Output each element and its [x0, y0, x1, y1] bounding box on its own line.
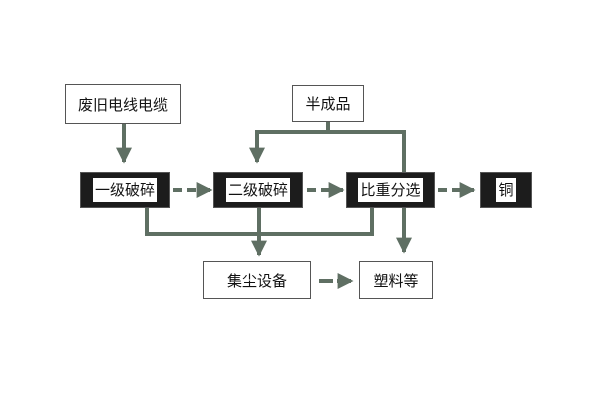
label-gravity-separation: 比重分选: [358, 178, 423, 202]
label-waste-cable: 废旧电线电缆: [77, 95, 168, 114]
label-primary-crushing: 一级破碎: [92, 178, 157, 202]
box-semi-product: 半成品: [292, 85, 364, 122]
label-dust-collection: 集尘设备: [226, 271, 287, 290]
box-plastics: 塑料等: [359, 261, 433, 299]
box-waste-cable: 废旧电线电缆: [65, 84, 181, 124]
box-primary-crushing: 一级破碎: [80, 172, 170, 208]
box-secondary-crushing: 二级破碎: [213, 172, 303, 208]
box-copper: 铜: [480, 172, 532, 208]
label-secondary-crushing: 二级破碎: [225, 178, 290, 202]
label-copper: 铜: [496, 178, 516, 202]
label-semi-product: 半成品: [305, 95, 351, 113]
label-plastics: 塑料等: [373, 271, 419, 290]
loop-gravity-to-secondary: [249, 130, 406, 172]
box-dust-collection: 集尘设备: [203, 261, 311, 299]
box-gravity-separation: 比重分选: [346, 172, 435, 208]
